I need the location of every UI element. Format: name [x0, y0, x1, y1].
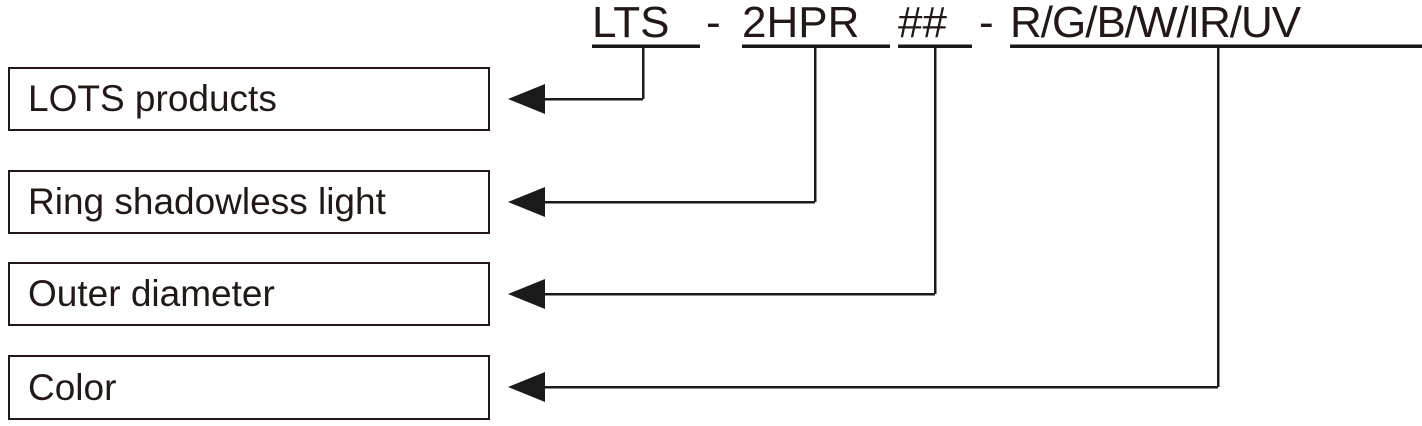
leader-arrowhead-2	[508, 187, 545, 217]
callout-label-2: Ring shadowless light	[28, 181, 386, 222]
callout-label-1: LOTS products	[28, 78, 277, 119]
leader-arrowhead-1	[508, 84, 545, 114]
leader-arrowhead-4	[508, 372, 545, 402]
part-number-segment-4: R/G/B/W/IR/UV	[1010, 0, 1301, 47]
part-number-segment-1: LTS	[592, 0, 670, 47]
leader-arrowhead-3	[508, 279, 545, 309]
callout-label-4: Color	[28, 366, 117, 408]
part-number-separator-2: -	[979, 0, 994, 47]
part-number-separator-1: -	[706, 0, 721, 47]
part-number-segment-2: 2HPR	[742, 0, 860, 47]
callout-box-1: LOTS products	[8, 67, 490, 131]
callout-box-2: Ring shadowless light	[8, 170, 490, 234]
part-number-segment-3: ##	[898, 0, 947, 47]
callout-box-4: Color	[8, 355, 490, 420]
callout-box-3: Outer diameter	[8, 262, 490, 326]
callout-label-3: Outer diameter	[28, 273, 275, 314]
